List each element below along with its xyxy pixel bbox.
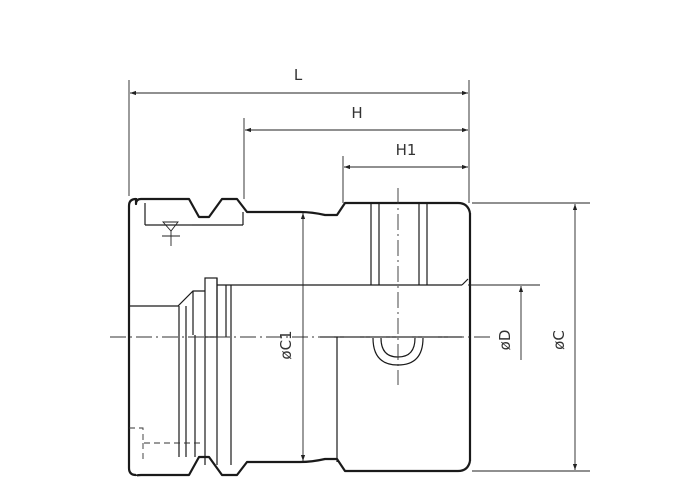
internal-edges [129,203,469,465]
hidden-lines [129,427,200,462]
label-H: H [351,104,362,122]
label-H1: H1 [396,141,417,159]
dimensions [128,80,590,472]
label-D: øD [496,330,514,351]
label-C1: øC1 [277,330,295,359]
label-L: L [294,66,303,84]
dimension-labels: L H H1 øC1 øD øC [277,66,568,360]
label-C: øC [550,330,568,350]
center-lines [110,188,490,385]
